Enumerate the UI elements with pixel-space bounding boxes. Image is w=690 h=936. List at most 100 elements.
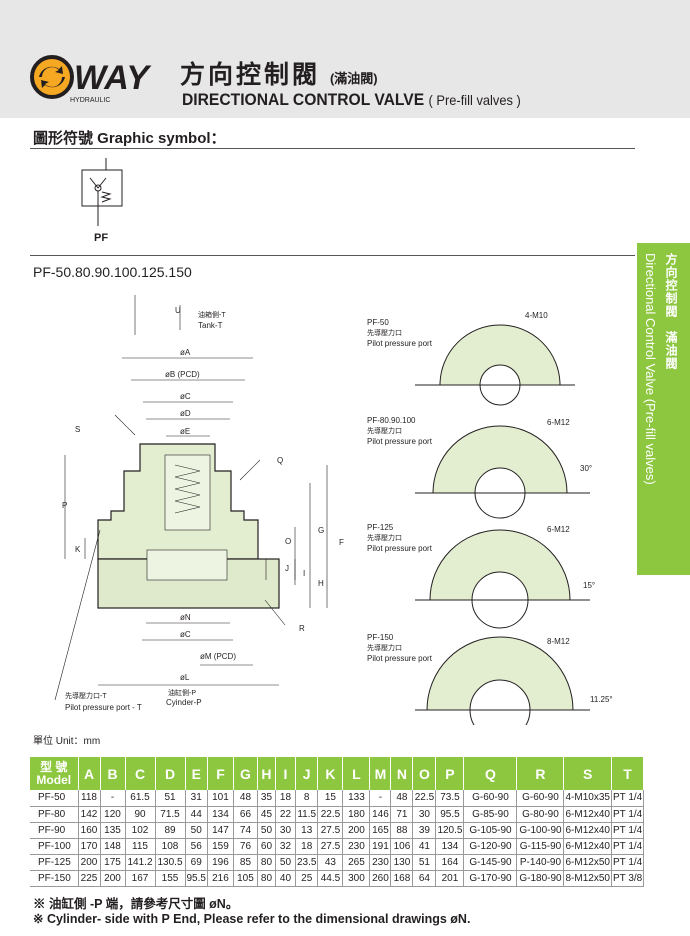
value-cell: 167 [125, 870, 156, 887]
value-cell: 159 [207, 838, 234, 855]
svg-text:8-M12: 8-M12 [547, 637, 570, 646]
value-cell: 216 [207, 870, 234, 887]
value-cell: - [100, 790, 126, 807]
value-cell: 200 [342, 822, 371, 839]
value-cell: 76 [233, 838, 258, 855]
value-cell: 22.5 [412, 790, 437, 807]
value-cell: 51 [155, 790, 186, 807]
side-tab-zh: 方向控制閥 滿油閥 [664, 253, 678, 370]
value-cell: 6-M12x50 [563, 854, 612, 871]
svg-text:J: J [285, 564, 289, 573]
svg-text:I: I [303, 569, 305, 578]
header-j: J [295, 757, 319, 790]
value-cell: 8 [295, 790, 319, 807]
value-cell: 180 [342, 806, 371, 823]
header-h: H [257, 757, 276, 790]
value-cell: PT 1/4 [611, 838, 645, 855]
svg-text:30°: 30° [580, 464, 592, 473]
value-cell: 175 [100, 854, 126, 871]
value-cell: PT 1/4 [611, 854, 645, 871]
value-cell: 260 [369, 870, 392, 887]
value-cell: PT 1/4 [611, 822, 645, 839]
graphic-symbol-title: 圖形符號 Graphic symbol： [33, 130, 226, 147]
graphic-symbol-icon [81, 158, 123, 226]
header-q: Q [463, 757, 518, 790]
symbol-label: PF [94, 232, 109, 244]
svg-text:HYDRAULIC: HYDRAULIC [70, 97, 110, 104]
value-cell: 56 [185, 838, 208, 855]
model-cell: PF-150 [30, 870, 79, 887]
svg-text:Pilot pressure port: Pilot pressure port [367, 437, 433, 446]
value-cell: 64 [412, 870, 437, 887]
value-cell: 95.5 [435, 806, 465, 823]
header-c: C [125, 757, 156, 790]
value-cell: 130.5 [155, 854, 186, 871]
value-cell: 148 [100, 838, 126, 855]
value-cell: 85 [233, 854, 258, 871]
value-cell: 146 [369, 806, 392, 823]
value-cell: 101 [207, 790, 234, 807]
value-cell: 11.5 [295, 806, 319, 823]
header-r: R [516, 757, 565, 790]
header-band: WAY HYDRAULIC 方向控制閥 (滿油閥) DIRECTIONAL CO… [0, 0, 690, 118]
value-cell: 118 [78, 790, 101, 807]
svg-text:F: F [339, 538, 344, 547]
value-cell: 15 [317, 790, 344, 807]
value-cell: 230 [342, 838, 371, 855]
value-cell: 142 [78, 806, 101, 823]
value-cell: 95.5 [185, 870, 208, 887]
value-cell: 135 [100, 822, 126, 839]
svg-text:Pilot pressure port: Pilot pressure port [367, 339, 433, 348]
svg-text:11.25°: 11.25° [590, 695, 613, 704]
value-cell: 6-M12x40 [563, 822, 612, 839]
value-cell: 39 [412, 822, 437, 839]
value-cell: G-170-90 [463, 870, 518, 887]
header-s: S [563, 757, 612, 790]
value-cell: 134 [207, 806, 234, 823]
svg-text:PF-80.90.100: PF-80.90.100 [367, 416, 416, 425]
value-cell: 102 [125, 822, 156, 839]
svg-text:O: O [285, 537, 291, 546]
value-cell: 18 [295, 838, 319, 855]
svg-text:G: G [318, 526, 324, 535]
value-cell: 66 [233, 806, 258, 823]
value-cell: 141.2 [125, 854, 156, 871]
header-k: K [317, 757, 344, 790]
unit-label: 單位 Unit：mm [33, 736, 101, 747]
title-zh: 方向控制閥 (滿油閥) [180, 61, 378, 89]
value-cell: 6-M12x40 [563, 838, 612, 855]
value-cell: 196 [207, 854, 234, 871]
value-cell: 61.5 [125, 790, 156, 807]
value-cell: 130 [390, 854, 414, 871]
value-cell: 71.5 [155, 806, 186, 823]
value-cell: 69 [185, 854, 208, 871]
model-cell: PF-125 [30, 854, 79, 871]
value-cell: G-60-90 [516, 790, 565, 807]
svg-text:15°: 15° [583, 581, 595, 590]
svg-text:K: K [75, 545, 81, 554]
svg-text:油缸側-P: 油缸側-P [168, 688, 196, 697]
header-e: E [185, 757, 208, 790]
value-cell: PT 3/8 [611, 870, 645, 887]
header-o: O [412, 757, 437, 790]
value-cell: 115 [125, 838, 156, 855]
side-tab: 方向控制閥 滿油閥 Directional Control Valve (Pre… [637, 243, 690, 575]
value-cell: G-105-90 [463, 822, 518, 839]
value-cell: 48 [390, 790, 414, 807]
value-cell: 60 [257, 838, 276, 855]
svg-text:先導壓力口: 先導壓力口 [367, 328, 402, 337]
value-cell: 40 [275, 870, 296, 887]
value-cell: 230 [369, 854, 392, 871]
value-cell: G-100-90 [516, 822, 565, 839]
svg-text:6-M12: 6-M12 [547, 418, 570, 427]
value-cell: 120.5 [435, 822, 465, 839]
value-cell: 120 [100, 806, 126, 823]
svg-text:øC: øC [180, 630, 191, 639]
